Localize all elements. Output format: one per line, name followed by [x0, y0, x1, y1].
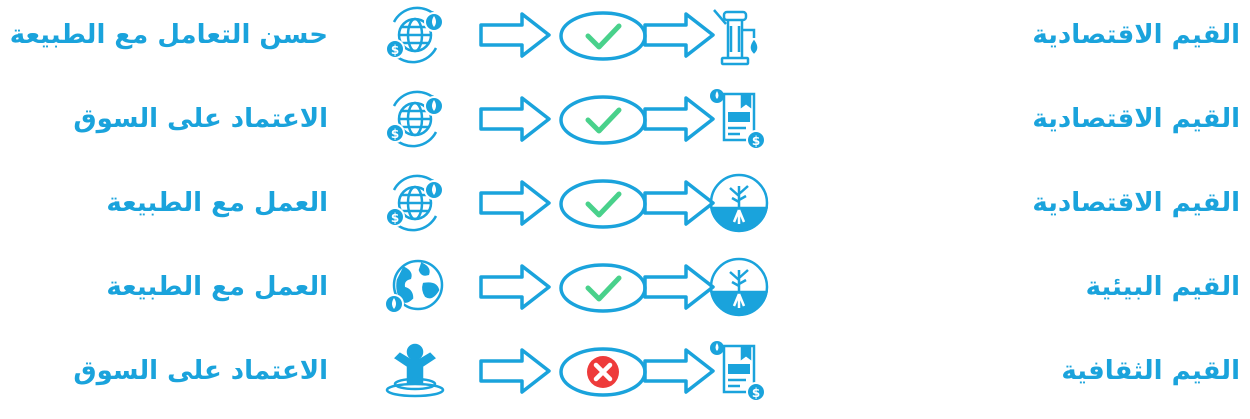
svg-text:$: $	[752, 134, 760, 148]
earth-water-icon	[382, 254, 448, 320]
diagram-row: القيم الاقتصادية $	[0, 0, 1250, 70]
globe-money-water-icon: $	[382, 2, 448, 68]
diagram-row: القيم الاقتصادية $	[0, 168, 1250, 238]
svg-text:$: $	[752, 386, 760, 400]
svg-text:$: $	[391, 211, 399, 225]
arrow-right-icon	[642, 10, 716, 60]
market-document-money-icon: $	[706, 86, 772, 152]
person-water-icon	[382, 338, 448, 404]
tree-roots-icon	[706, 170, 772, 236]
value-label: القيم الاقتصادية	[1032, 188, 1240, 218]
arrow-right-icon	[642, 94, 716, 144]
arrow-right-icon	[642, 346, 716, 396]
svg-text:$: $	[391, 43, 399, 57]
tree-roots-icon	[706, 254, 772, 320]
arrow-right-icon	[478, 178, 552, 228]
arrow-right-icon	[642, 262, 716, 312]
arrow-right-icon	[478, 94, 552, 144]
water-pump-icon	[706, 2, 772, 68]
arrow-right-icon	[478, 346, 552, 396]
cross-icon	[558, 346, 648, 398]
value-label: القيم الاقتصادية	[1032, 104, 1240, 134]
check-icon	[558, 262, 648, 314]
check-icon	[558, 10, 648, 62]
value-label: القيم البيئية	[1085, 272, 1240, 302]
globe-money-water-icon: $	[382, 170, 448, 236]
practice-label: الاعتماد على السوق	[73, 104, 328, 134]
arrow-right-icon	[642, 178, 716, 228]
arrow-right-icon	[478, 262, 552, 312]
market-document-money-icon: $	[706, 338, 772, 404]
diagram-row: القيم الثقافية	[0, 336, 1250, 406]
practice-label: العمل مع الطبيعة	[106, 272, 328, 302]
value-label: القيم الثقافية	[1061, 356, 1240, 386]
svg-text:$: $	[391, 127, 399, 141]
practice-label: العمل مع الطبيعة	[106, 188, 328, 218]
check-icon	[558, 94, 648, 146]
check-icon	[558, 178, 648, 230]
diagram-row: القيم الاقتصادية $	[0, 84, 1250, 154]
value-label: القيم الاقتصادية	[1032, 20, 1240, 50]
diagram-row: القيم البيئية	[0, 252, 1250, 322]
arrow-right-icon	[478, 10, 552, 60]
globe-money-water-icon: $	[382, 86, 448, 152]
practice-label: حسن التعامل مع الطبيعة	[9, 20, 328, 50]
practice-label: الاعتماد على السوق	[73, 356, 328, 386]
